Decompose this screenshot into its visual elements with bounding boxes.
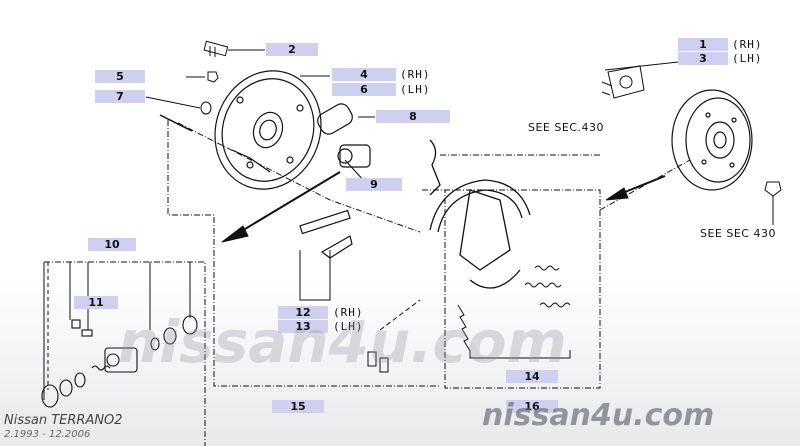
- wheel-cylinder-icon: [337, 144, 371, 168]
- arrow-right-line: [619, 175, 666, 195]
- callout-13: 13: [278, 320, 328, 333]
- adjusting-lever-icon: [429, 139, 441, 196]
- callout-9: 9: [346, 178, 402, 191]
- watermark-center: nissan4u.com: [118, 308, 567, 376]
- callout-4: 4: [332, 68, 396, 81]
- gasket-icon: [317, 103, 353, 135]
- hub-cap-icon: [601, 65, 645, 99]
- bracket-16: [422, 189, 601, 389]
- bracket-drum: [599, 159, 691, 211]
- callout-6: 6: [332, 83, 396, 96]
- callout-15: 15: [272, 400, 324, 413]
- see-sec-reference-bottom: SEE SEC 430: [700, 227, 776, 240]
- leader-1: [604, 61, 679, 71]
- brake-drum-icon: [671, 89, 753, 191]
- see-sec-reference-top: SEE SEC.430: [528, 121, 604, 134]
- strut-icon: [299, 209, 353, 259]
- hold-down-pin-icon: [367, 351, 389, 373]
- return-spring-icon: [457, 265, 571, 352]
- wheel-cylinder-exploded-icon: [41, 315, 198, 408]
- bracket-12: [299, 250, 331, 301]
- callout-12-side: (RH): [333, 306, 364, 319]
- bracket-14: [469, 350, 571, 359]
- bolt-icon: [207, 71, 219, 83]
- callout-5: 5: [95, 70, 145, 83]
- callout-16: 16: [506, 400, 558, 413]
- brake-shoe-icon: [429, 179, 531, 289]
- arrow-left-icon: [221, 225, 249, 243]
- callout-3: 3: [678, 52, 728, 65]
- callout-4-side: (RH): [400, 68, 431, 81]
- callout-10: 10: [88, 238, 136, 251]
- callout-6-side: (LH): [400, 83, 431, 96]
- callout-11: 11: [74, 296, 118, 309]
- model-caption: Nissan TERRANO2: [4, 413, 123, 428]
- washer-icon: [200, 101, 212, 115]
- callout-1-side: (RH): [732, 38, 763, 51]
- callout-3-side: (LH): [732, 52, 763, 65]
- watermark-corner: nissan4u.com: [482, 398, 715, 433]
- backing-plate-icon: [214, 70, 322, 190]
- leader-7: [145, 96, 201, 109]
- drum-bolt-icon: [764, 181, 782, 197]
- arrow-left-line: [239, 171, 341, 233]
- callout-1: 1: [678, 38, 728, 51]
- callout-7: 7: [95, 90, 145, 103]
- pin-icon: [159, 114, 193, 132]
- callout-2: 2: [266, 43, 318, 56]
- bleeder-screw-icon: [203, 40, 229, 57]
- callout-8: 8: [376, 110, 450, 123]
- arrow-right-icon: [605, 187, 629, 201]
- bracket-shoe: [177, 122, 421, 233]
- callout-13-side: (LH): [333, 320, 364, 333]
- callout-12: 12: [278, 306, 328, 319]
- leader-cyl: [379, 299, 421, 331]
- callout-14: 14: [506, 370, 558, 383]
- bracket-10-outer: [44, 261, 206, 446]
- bracket-15: [167, 120, 440, 387]
- model-dates: 2.1993 - 12.2006: [4, 429, 91, 440]
